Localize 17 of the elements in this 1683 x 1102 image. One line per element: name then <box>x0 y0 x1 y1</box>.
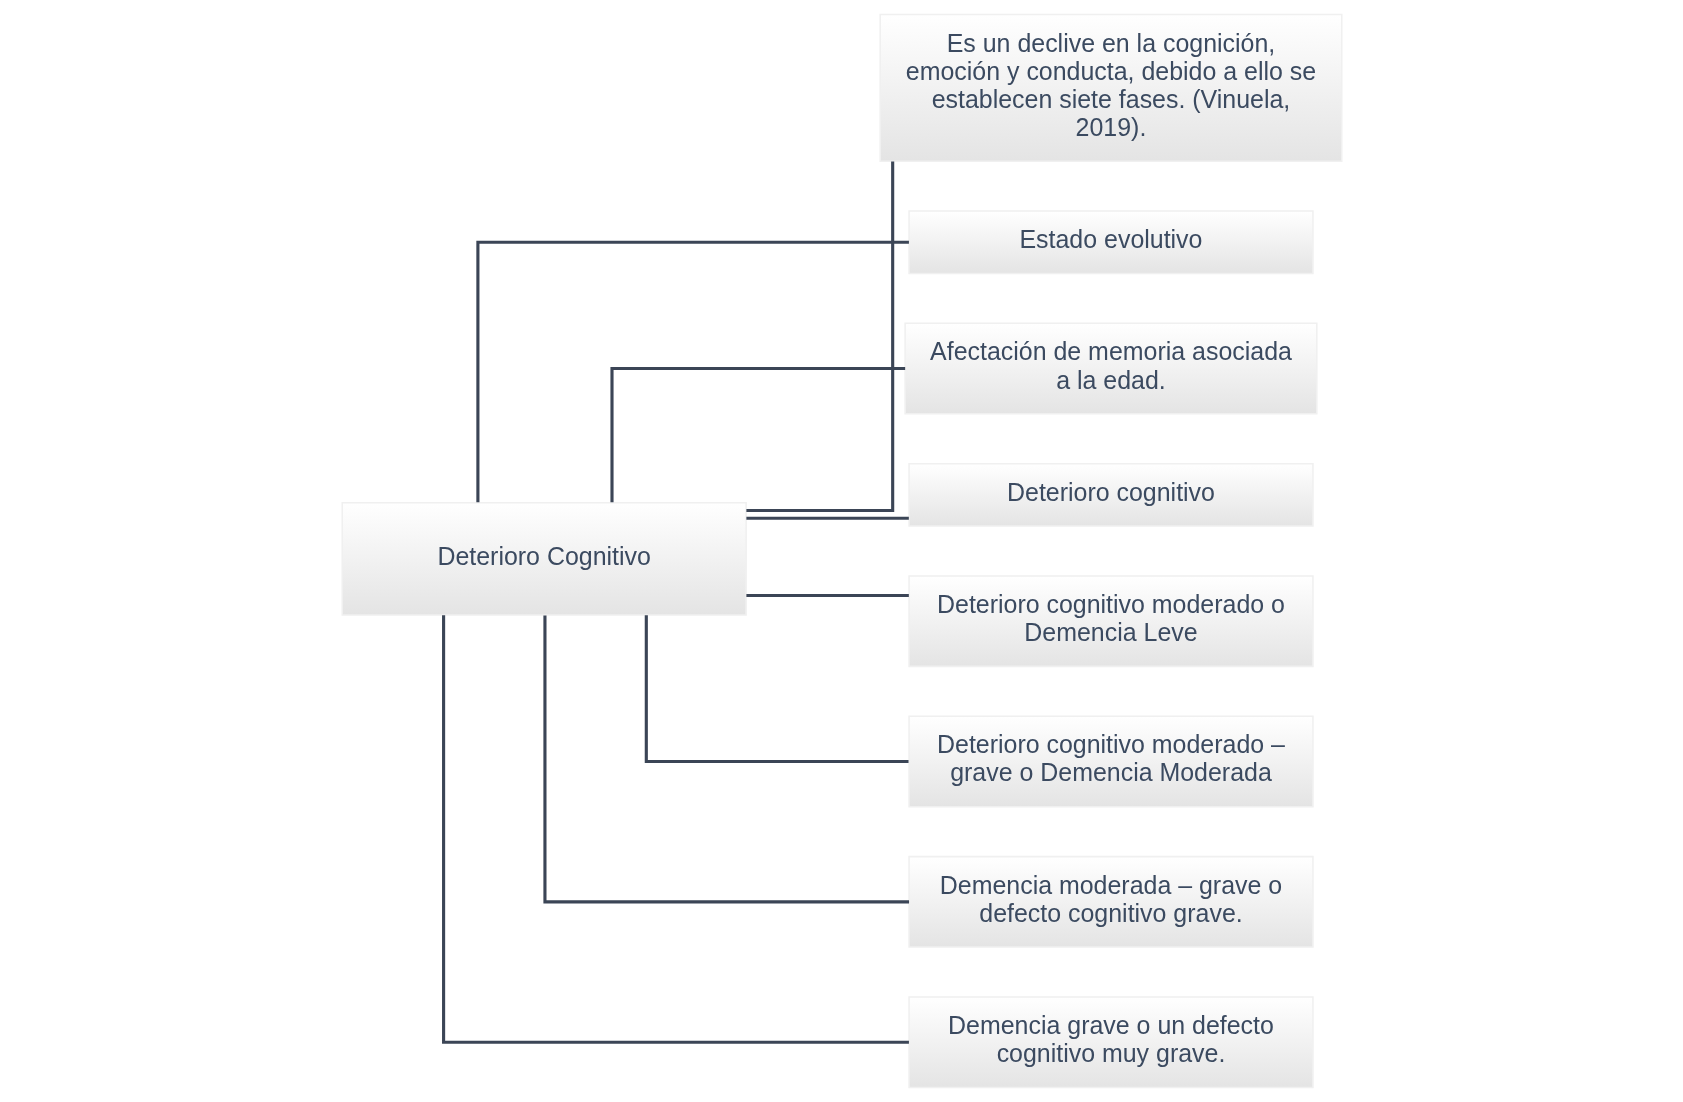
node-box: Estado evolutivo <box>907 210 1314 275</box>
node-box: Demencia grave o un defecto cognitivo muy grave. <box>907 996 1314 1089</box>
node-box: Deterioro cognitivo moderado o Demencia Leve <box>907 575 1314 668</box>
connector <box>609 367 905 503</box>
connector <box>644 615 908 764</box>
node-box: Deterioro Cognitivo <box>340 501 747 616</box>
node-box: Demencia moderada – grave o defecto cognitivo grave. <box>907 855 1314 948</box>
node-box: Deterioro cognitivo moderado – grave o Demencia Moderada <box>907 715 1314 808</box>
connector <box>745 516 909 520</box>
connector <box>441 615 909 1044</box>
connector <box>475 240 909 503</box>
node-box: Es un declive en la cognición, emoción y conducta, debido a ello se establecen siete fases. (Vinuela, 2019). <box>878 13 1343 162</box>
node-box: Deterioro cognitivo <box>907 462 1314 527</box>
connector <box>542 615 909 904</box>
node-box: Afectación de memoria asociada a la edad. <box>903 322 1318 415</box>
connector <box>745 593 909 597</box>
connector <box>745 161 894 512</box>
